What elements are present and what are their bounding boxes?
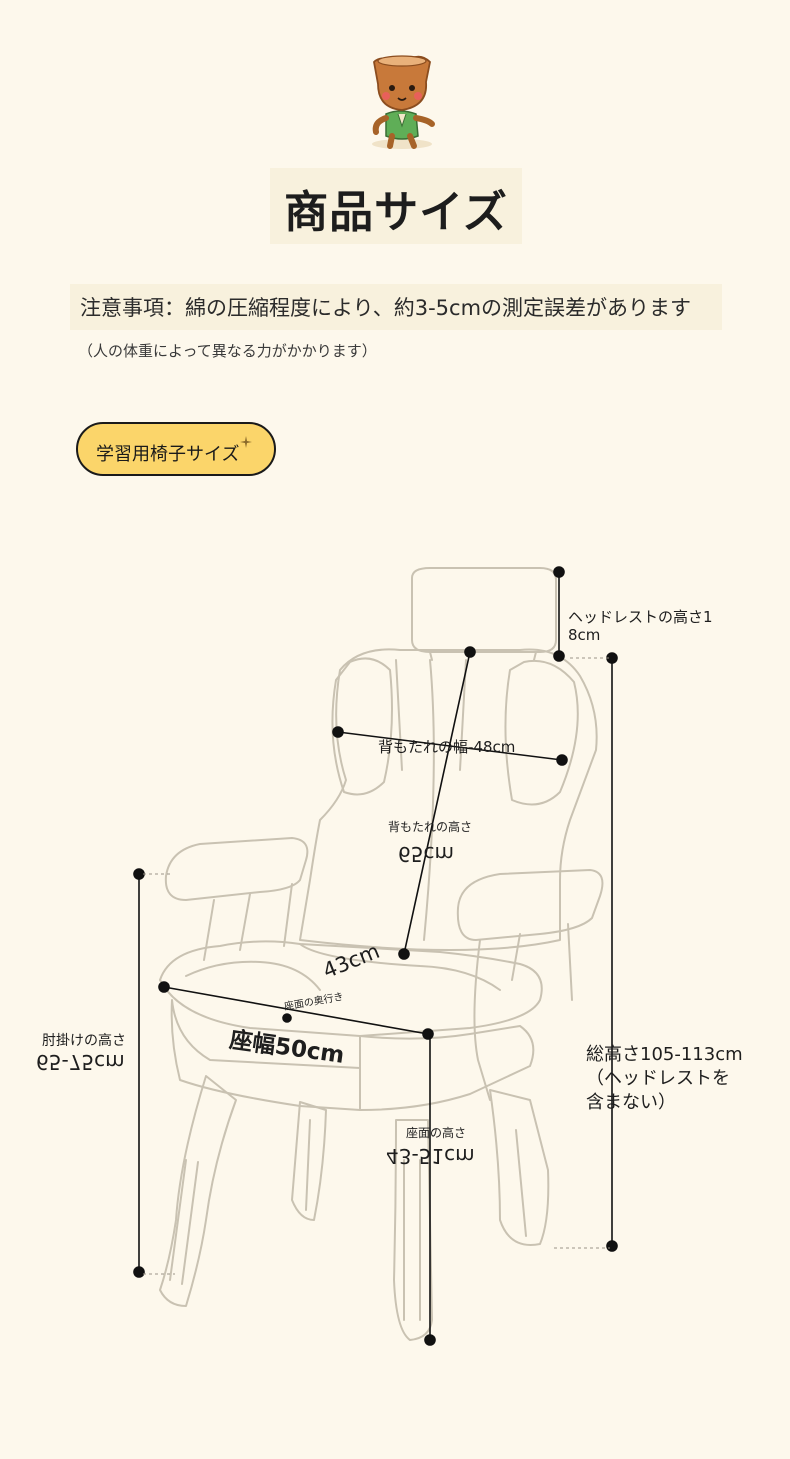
seat-height-value: 43-51cm — [386, 1144, 475, 1168]
headrest-height-label-line1: ヘッドレストの高さ1 — [568, 608, 713, 626]
notice-subtext: （人の体重によって異なる力がかかります） — [78, 342, 377, 360]
guide-dashes — [143, 657, 610, 1275]
section-badge-label: 学習用椅子サイズ — [96, 444, 240, 465]
chair-outline — [159, 567, 604, 1341]
armrest-height-label: 肘掛けの高さ — [42, 1033, 126, 1049]
total-height-label-line3: 含まない） — [586, 1092, 676, 1113]
section-badge — [76, 422, 276, 476]
chair-diagram — [133, 566, 618, 1346]
total-height-label-line1: 総高さ105-113cm — [586, 1044, 743, 1065]
backrest-height-label: 背もたれの高さ — [388, 820, 473, 834]
page-title: 商品サイズ — [284, 187, 508, 238]
dimension-lines — [133, 566, 618, 1346]
backrest-width-label: 背もたれの幅-48cm — [378, 738, 516, 756]
sparkle-icon — [240, 436, 252, 448]
notice-panel — [70, 284, 722, 330]
mascot-character-icon — [372, 55, 435, 149]
notice-text: 注意事項：綿の圧縮程度により、約3-5cmの測定誤差があります — [80, 296, 692, 320]
title-panel — [270, 168, 522, 244]
headrest-height-label-line2: 8cm — [568, 626, 601, 644]
seat-height-label: 座面の高さ — [406, 1126, 467, 1140]
armrest-height-value: 65-75cm — [36, 1050, 125, 1074]
total-height-label-line2: （ヘッドレストを — [586, 1068, 730, 1089]
backrest-height-value: 65cm — [398, 842, 454, 866]
